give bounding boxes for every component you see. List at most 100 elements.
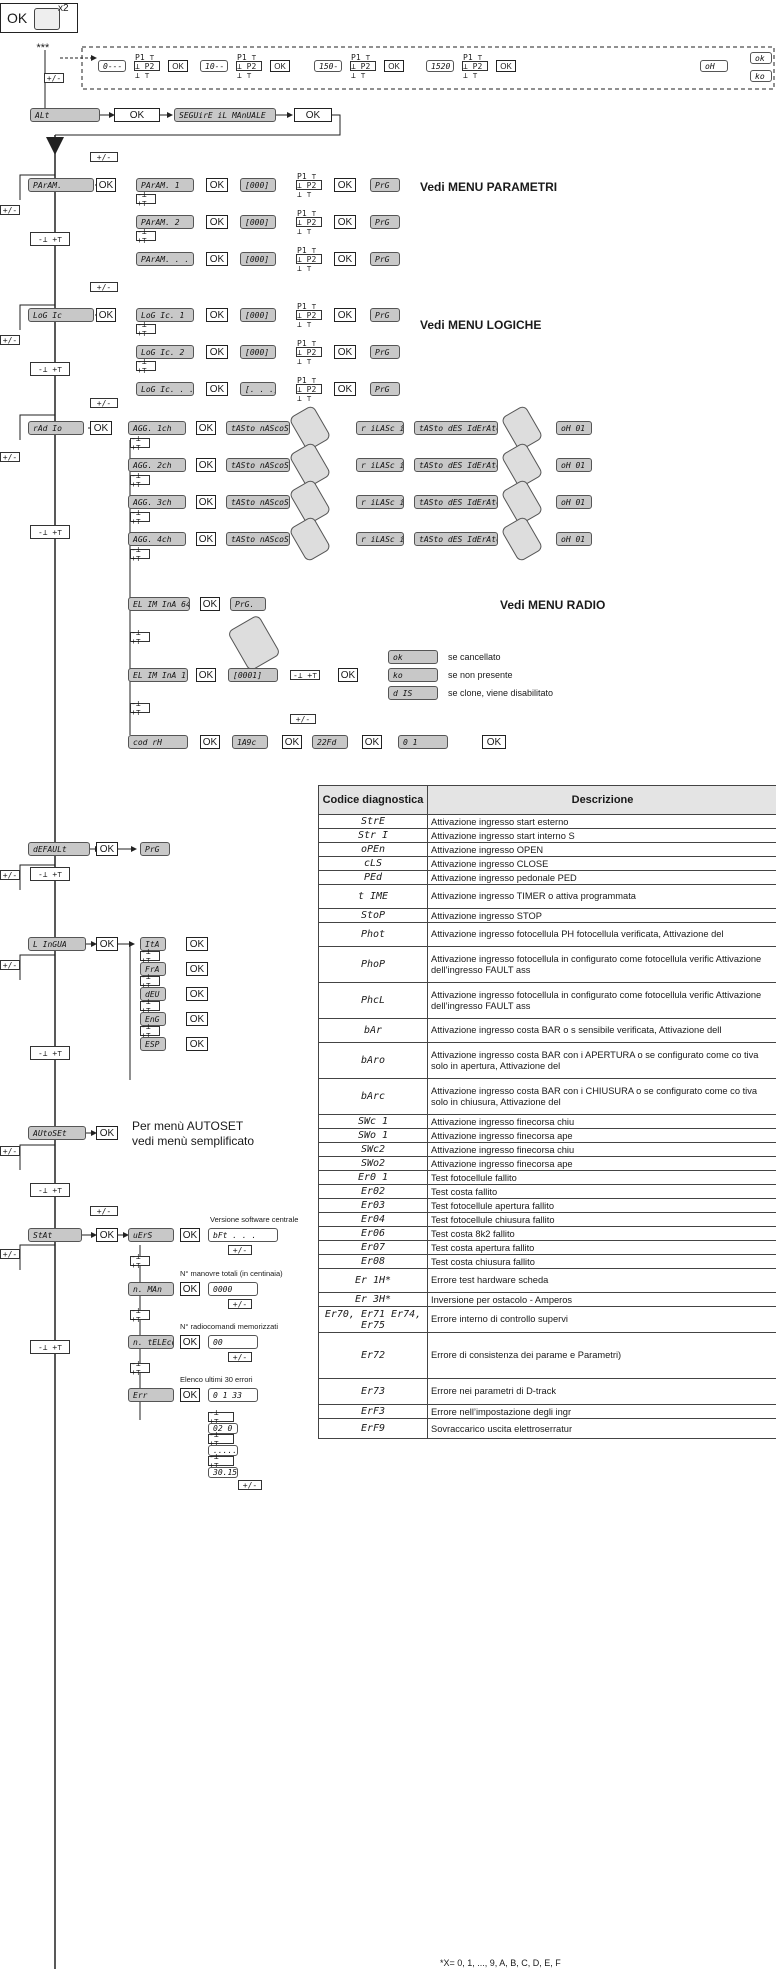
param-updown[interactable]: -⊥ +⊤	[30, 232, 70, 246]
table-row: ErF9Sovraccarico uscita elettroserratur	[319, 1419, 776, 1439]
param-item-ok[interactable]: OK	[206, 252, 228, 266]
param-prg: PrG	[370, 215, 400, 229]
elim64-ok-button[interactable]: OK	[200, 597, 220, 611]
table-row: Er03Test fotocellule apertura fallito	[319, 1199, 776, 1213]
logic-item-ok2[interactable]: OK	[334, 382, 356, 396]
radio-row-updown[interactable]: -⊥ +⊤	[130, 475, 150, 485]
diag-desc: Attivazione ingresso costa BAR o s sensi…	[428, 1019, 776, 1043]
stat-row-ok[interactable]: OK	[180, 1335, 200, 1349]
radio-ok-button[interactable]: OK	[90, 421, 112, 435]
err-updown[interactable]: -⊥ +⊤	[208, 1434, 234, 1444]
codrh-ok3[interactable]: OK	[362, 735, 382, 749]
radio-plus-minus[interactable]: +/-	[90, 398, 118, 408]
alt-ok-button[interactable]: OK	[114, 108, 160, 122]
lang-ok-button[interactable]: OK	[186, 1012, 208, 1026]
codrh-ok2[interactable]: OK	[282, 735, 302, 749]
logic-item-ok[interactable]: OK	[206, 308, 228, 322]
param-item-ok2[interactable]: OK	[334, 215, 356, 229]
param-ok-button[interactable]: OK	[96, 178, 116, 192]
stat-pm[interactable]: +/-	[228, 1352, 252, 1362]
lang-ok-button[interactable]: OK	[186, 1037, 208, 1051]
radio-row-ok[interactable]: OK	[196, 458, 216, 472]
elim1-ok-button[interactable]: OK	[196, 668, 216, 682]
elim1-updown[interactable]: -⊥ +⊤	[290, 670, 320, 680]
codrh-ok1[interactable]: OK	[200, 735, 220, 749]
radio-row-ok[interactable]: OK	[196, 421, 216, 435]
autoset-updown[interactable]: -⊥ +⊤	[30, 1183, 70, 1197]
stat-row-updown[interactable]: -⊥ +⊤	[130, 1310, 150, 1320]
logic-item-ok2[interactable]: OK	[334, 308, 356, 322]
seq-ok-button[interactable]: OK	[496, 60, 516, 72]
stat-ok-button[interactable]: OK	[96, 1228, 118, 1242]
top-plus-minus[interactable]: +/-	[44, 73, 64, 83]
codrh-plus-minus[interactable]: +/-	[290, 714, 316, 724]
radio-row-updown[interactable]: -⊥ +⊤	[130, 438, 150, 448]
default-ok-button[interactable]: OK	[96, 842, 118, 856]
autoset-ok-button[interactable]: OK	[96, 1126, 118, 1140]
lang-ok-button[interactable]: OK	[186, 937, 208, 951]
stat-row-ok[interactable]: OK	[180, 1282, 200, 1296]
param-row-updown[interactable]: -⊥ +⊤	[136, 194, 156, 204]
param-item-ok[interactable]: OK	[206, 178, 228, 192]
elim1-ok2-button[interactable]: OK	[338, 668, 358, 682]
err-updown[interactable]: -⊥ +⊤	[208, 1456, 234, 1466]
err-pm[interactable]: +/-	[238, 1480, 262, 1490]
elim-updown-1[interactable]: -⊥ +⊤	[130, 632, 150, 642]
codrh-ok4[interactable]: OK	[482, 735, 506, 749]
stat-plus-minus[interactable]: +/-	[90, 1206, 118, 1216]
param-row-updown[interactable]: -⊥ +⊤	[136, 231, 156, 241]
param-item-ok[interactable]: OK	[206, 215, 228, 229]
logic-updown[interactable]: -⊥ +⊤	[30, 362, 70, 376]
logic-ok-button[interactable]: OK	[96, 308, 116, 322]
lang-updown[interactable]: -⊥ +⊤	[140, 1001, 160, 1011]
param-left-pm[interactable]: +/-	[0, 205, 20, 215]
param-item-ok2[interactable]: OK	[334, 252, 356, 266]
logic-plus-minus[interactable]: +/-	[90, 282, 118, 292]
seq-ok-button[interactable]: OK	[168, 60, 188, 72]
seq-ok-button[interactable]: OK	[270, 60, 290, 72]
lang-ok-button[interactable]: OK	[186, 962, 208, 976]
stat-row-ok[interactable]: OK	[180, 1228, 200, 1242]
logic-item-ok[interactable]: OK	[206, 345, 228, 359]
p1p2-icon: P1 ⊤ ⊥ P2 ⊥ ⊤	[296, 310, 322, 320]
lang-updown[interactable]: -⊥ +⊤	[140, 951, 160, 961]
default-updown[interactable]: -⊥ +⊤	[30, 867, 70, 881]
table-row: Er70, Er71 Er74, Er75Errore interno di c…	[319, 1307, 776, 1333]
stat-row-ok[interactable]: OK	[180, 1388, 200, 1402]
stat-pm[interactable]: +/-	[228, 1299, 252, 1309]
param-item-ok2[interactable]: OK	[334, 178, 356, 192]
radio-updown[interactable]: -⊥ +⊤	[30, 525, 70, 539]
err-updown[interactable]: -⊥ +⊤	[208, 1412, 234, 1422]
logic-left-pm[interactable]: +/-	[0, 335, 20, 345]
diag-desc: Attivazione ingresso CLOSE	[428, 857, 776, 871]
radio-row-updown[interactable]: -⊥ +⊤	[130, 549, 150, 559]
lingua-left-pm[interactable]: +/-	[0, 960, 20, 970]
stat-row-updown[interactable]: -⊥ +⊤	[130, 1256, 150, 1266]
radio-row-ok[interactable]: OK	[196, 532, 216, 546]
seq-ok-button[interactable]: OK	[384, 60, 404, 72]
stat-pm[interactable]: +/-	[228, 1245, 252, 1255]
p1p2-icon: P1 ⊤ ⊥ P2 ⊥ ⊤	[296, 384, 322, 394]
top-ok-label: OK	[7, 10, 27, 26]
lang-ok-button[interactable]: OK	[186, 987, 208, 1001]
lang-updown[interactable]: -⊥ +⊤	[140, 976, 160, 986]
logic-item-ok[interactable]: OK	[206, 382, 228, 396]
lang-updown[interactable]: -⊥ +⊤	[140, 1026, 160, 1036]
stat-row-updown[interactable]: -⊥ +⊤	[130, 1363, 150, 1373]
radio-row-ok[interactable]: OK	[196, 495, 216, 509]
lingua-updown[interactable]: -⊥ +⊤	[30, 1046, 70, 1060]
diag-desc: Errore interno di controllo supervi	[428, 1307, 776, 1333]
stat-updown[interactable]: -⊥ +⊤	[30, 1340, 70, 1354]
autoset-left-pm[interactable]: +/-	[0, 1146, 20, 1156]
logic-row-updown[interactable]: -⊥ +⊤	[136, 324, 156, 334]
lingua-ok-button[interactable]: OK	[96, 937, 118, 951]
elim-updown-2[interactable]: -⊥ +⊤	[130, 703, 150, 713]
stat-left-pm[interactable]: +/-	[0, 1249, 20, 1259]
radio-left-pm[interactable]: +/-	[0, 452, 20, 462]
default-left-pm[interactable]: +/-	[0, 870, 20, 880]
radio-row-updown[interactable]: -⊥ +⊤	[130, 512, 150, 522]
param-plus-minus[interactable]: +/-	[90, 152, 118, 162]
logic-item-ok2[interactable]: OK	[334, 345, 356, 359]
logic-row-updown[interactable]: -⊥ +⊤	[136, 361, 156, 371]
segui-ok-button[interactable]: OK	[294, 108, 332, 122]
